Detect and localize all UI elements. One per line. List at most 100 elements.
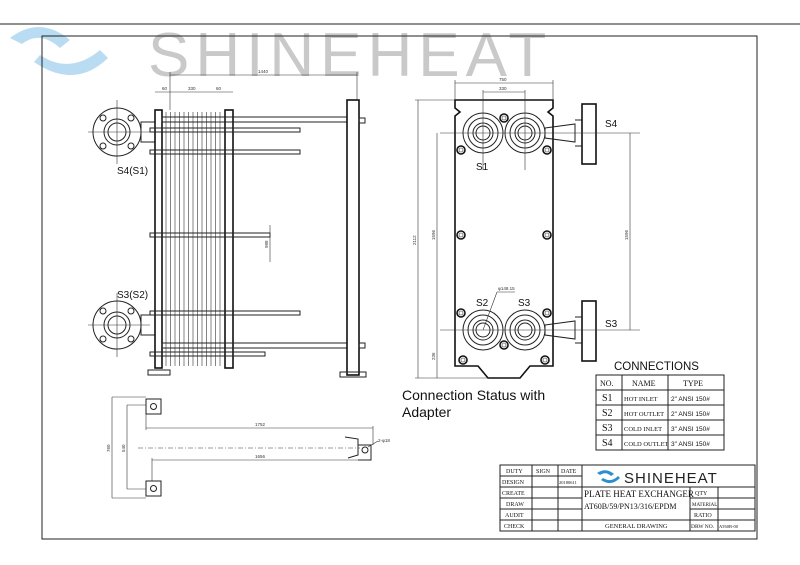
foundation-view: 760 540 1752 1656 2-φ18 xyxy=(106,396,390,499)
header-name: NAME xyxy=(632,379,656,388)
anchor-plate xyxy=(145,398,162,415)
label-s1: S1 xyxy=(476,162,489,173)
header-date: DATE xyxy=(561,469,577,475)
connection-no: S2 xyxy=(602,408,613,419)
title-logo-text: SHINEHEAT xyxy=(624,470,718,487)
title-logo-icon xyxy=(597,470,620,484)
header-duty: DUTY xyxy=(506,469,523,475)
model-number: AT60B/59/PN13/316/EPDM xyxy=(584,502,676,511)
drawing-frame xyxy=(41,35,758,540)
pressure-plate xyxy=(224,109,234,369)
dim-tie-bar: 988 xyxy=(264,240,269,248)
drawing-type: GENERAL DRAWING xyxy=(605,523,668,530)
role-design: DESIGN xyxy=(502,480,525,486)
role-check: CHECK xyxy=(504,524,525,530)
bolt-hole xyxy=(456,145,466,155)
header-type: TYPE xyxy=(683,379,703,388)
upper-guide-bar xyxy=(161,116,348,123)
dim-port-spacing: 330 xyxy=(499,86,507,91)
design-date: 20180611 xyxy=(559,480,577,485)
bolt-hole xyxy=(542,230,552,240)
role-create: CREATE xyxy=(502,491,525,497)
bolt-hole xyxy=(499,340,509,350)
tie-bar xyxy=(149,232,271,238)
dim-bottom: 236 xyxy=(431,352,436,360)
label-s2: S2 xyxy=(476,298,489,309)
dim-port-vertical-right: 1596 xyxy=(624,229,629,240)
dim-inner-width: 540 xyxy=(121,444,126,452)
dim-long: 1752 xyxy=(255,422,266,427)
connection-no: S1 xyxy=(602,393,613,404)
label-lower-port: S3(S2) xyxy=(117,290,148,301)
lower-flange xyxy=(88,293,156,357)
s3-nozzle-flange xyxy=(581,300,597,362)
connections-title: CONNECTIONS xyxy=(614,361,699,373)
connection-type: 2" ANSI 150# xyxy=(671,396,710,403)
dim-left: 60 xyxy=(162,86,168,91)
drawing-number: AT60B-00 xyxy=(719,524,739,529)
side-view: 1440 60 330 60 988 S4(S1) S3(S2) xyxy=(88,69,367,378)
foot xyxy=(339,371,367,378)
dim-short: 1656 xyxy=(255,454,266,459)
watermark: SHINEHEAT xyxy=(10,21,552,90)
field-material: MATERIAL xyxy=(692,503,717,508)
connection-name: COLD OUTLET xyxy=(624,441,669,448)
connection-no: S4 xyxy=(602,438,613,449)
label-s3-nozzle: S3 xyxy=(605,319,618,330)
dim-plate-width: 750 xyxy=(499,77,507,82)
dim-plate-height: 2112 xyxy=(412,235,417,245)
tie-bar xyxy=(149,351,266,357)
label-upper-port: S4(S1) xyxy=(117,166,148,177)
field-qty: QTY xyxy=(695,491,708,497)
bolt-hole xyxy=(458,355,468,365)
anchor-plate xyxy=(145,480,162,497)
bolt-hole xyxy=(542,145,552,155)
watermark-logo-icon xyxy=(10,26,108,76)
watermark-brand: SHINEHEAT xyxy=(148,21,552,90)
tie-bar xyxy=(149,310,301,316)
frame-plate xyxy=(154,109,163,369)
role-draw: DRAW xyxy=(506,502,524,508)
plate-outline xyxy=(454,99,554,379)
header-no: NO. xyxy=(600,379,614,388)
front-view: 750 330 2112 1596 236 1596 φ148.15 S1 S2… xyxy=(412,77,640,379)
bolt-hole xyxy=(499,113,509,123)
dim-right: 60 xyxy=(216,86,222,91)
field-drw-no-label: DRW NO. xyxy=(691,524,715,530)
connection-type: 3" ANSI 150# xyxy=(671,441,710,448)
dim-middle: 330 xyxy=(188,86,196,91)
support-column xyxy=(346,99,360,376)
tie-bar xyxy=(149,127,301,133)
header-sign: SIGN xyxy=(536,469,551,475)
label-s3: S3 xyxy=(518,298,531,309)
dim-diameter: φ148.15 xyxy=(498,286,515,291)
bolt-hole xyxy=(456,230,466,240)
connection-name: COLD INLET xyxy=(624,426,662,433)
product-name: PLATE HEAT EXCHANGER xyxy=(584,489,694,499)
bolt-hole xyxy=(456,308,466,318)
bolt-hole xyxy=(540,355,550,365)
dim-port-vertical-left: 1596 xyxy=(431,229,436,240)
connection-name: HOT OUTLET xyxy=(624,411,664,418)
dim-overall-length: 1440 xyxy=(258,69,269,74)
role-audit: AUDIT xyxy=(505,513,524,519)
adapter-note-line1: Connection Status with xyxy=(402,387,545,403)
s4-nozzle-flange xyxy=(581,103,597,165)
adapter-note-line2: Adapter xyxy=(402,404,451,420)
lower-guide-bar xyxy=(161,342,348,349)
connection-type: 3" ANSI 150# xyxy=(671,426,710,433)
field-ratio: RATIO xyxy=(694,513,712,519)
label-s4-nozzle: S4 xyxy=(605,119,618,130)
tie-bar xyxy=(149,149,301,155)
upper-flange xyxy=(88,100,156,164)
dim-outer-width: 760 xyxy=(106,444,111,452)
connection-no: S3 xyxy=(602,423,613,434)
dim-holes: 2-φ18 xyxy=(378,438,390,443)
bolt-hole xyxy=(542,308,552,318)
title-block: DUTY SIGN DATE DESIGN CREATE DRAW AUDIT CHECK 20… xyxy=(499,464,756,532)
